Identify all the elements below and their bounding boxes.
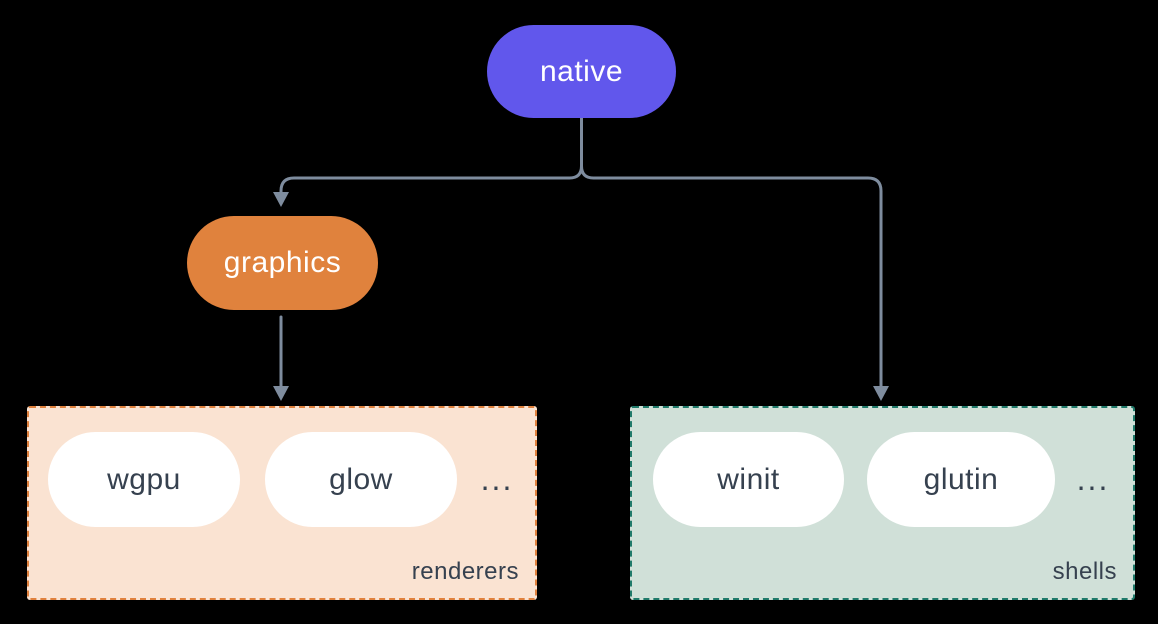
arrowhead-to-graphics	[273, 192, 289, 207]
group-shells-label: shells	[1052, 558, 1117, 585]
pill-wgpu: wgpu	[48, 432, 240, 527]
ellipsis-shells: ...	[1076, 461, 1110, 497]
pill-glow: glow	[265, 432, 457, 527]
pill-glutin: glutin	[867, 432, 1055, 527]
connector-branch-right	[580, 164, 883, 388]
pill-wgpu-label: wgpu	[107, 462, 181, 496]
group-renderers-label: renderers	[411, 558, 519, 585]
arrowhead-to-renderers	[273, 386, 289, 401]
group-renderers: wgpu glow ... renderers	[27, 406, 537, 600]
ellipsis-renderers: ...	[480, 461, 514, 497]
pill-winit-label: winit	[717, 462, 780, 496]
pill-winit: winit	[653, 432, 844, 527]
pill-glow-label: glow	[329, 462, 393, 496]
node-graphics: graphics	[187, 216, 378, 310]
connector-branch-left	[279, 164, 583, 194]
node-native: native	[487, 25, 676, 118]
arrowhead-to-shells	[873, 386, 889, 401]
node-graphics-label: graphics	[223, 246, 342, 279]
pill-glutin-label: glutin	[923, 462, 999, 496]
node-native-label: native	[539, 54, 624, 88]
group-shells: winit glutin ... shells	[630, 406, 1135, 600]
